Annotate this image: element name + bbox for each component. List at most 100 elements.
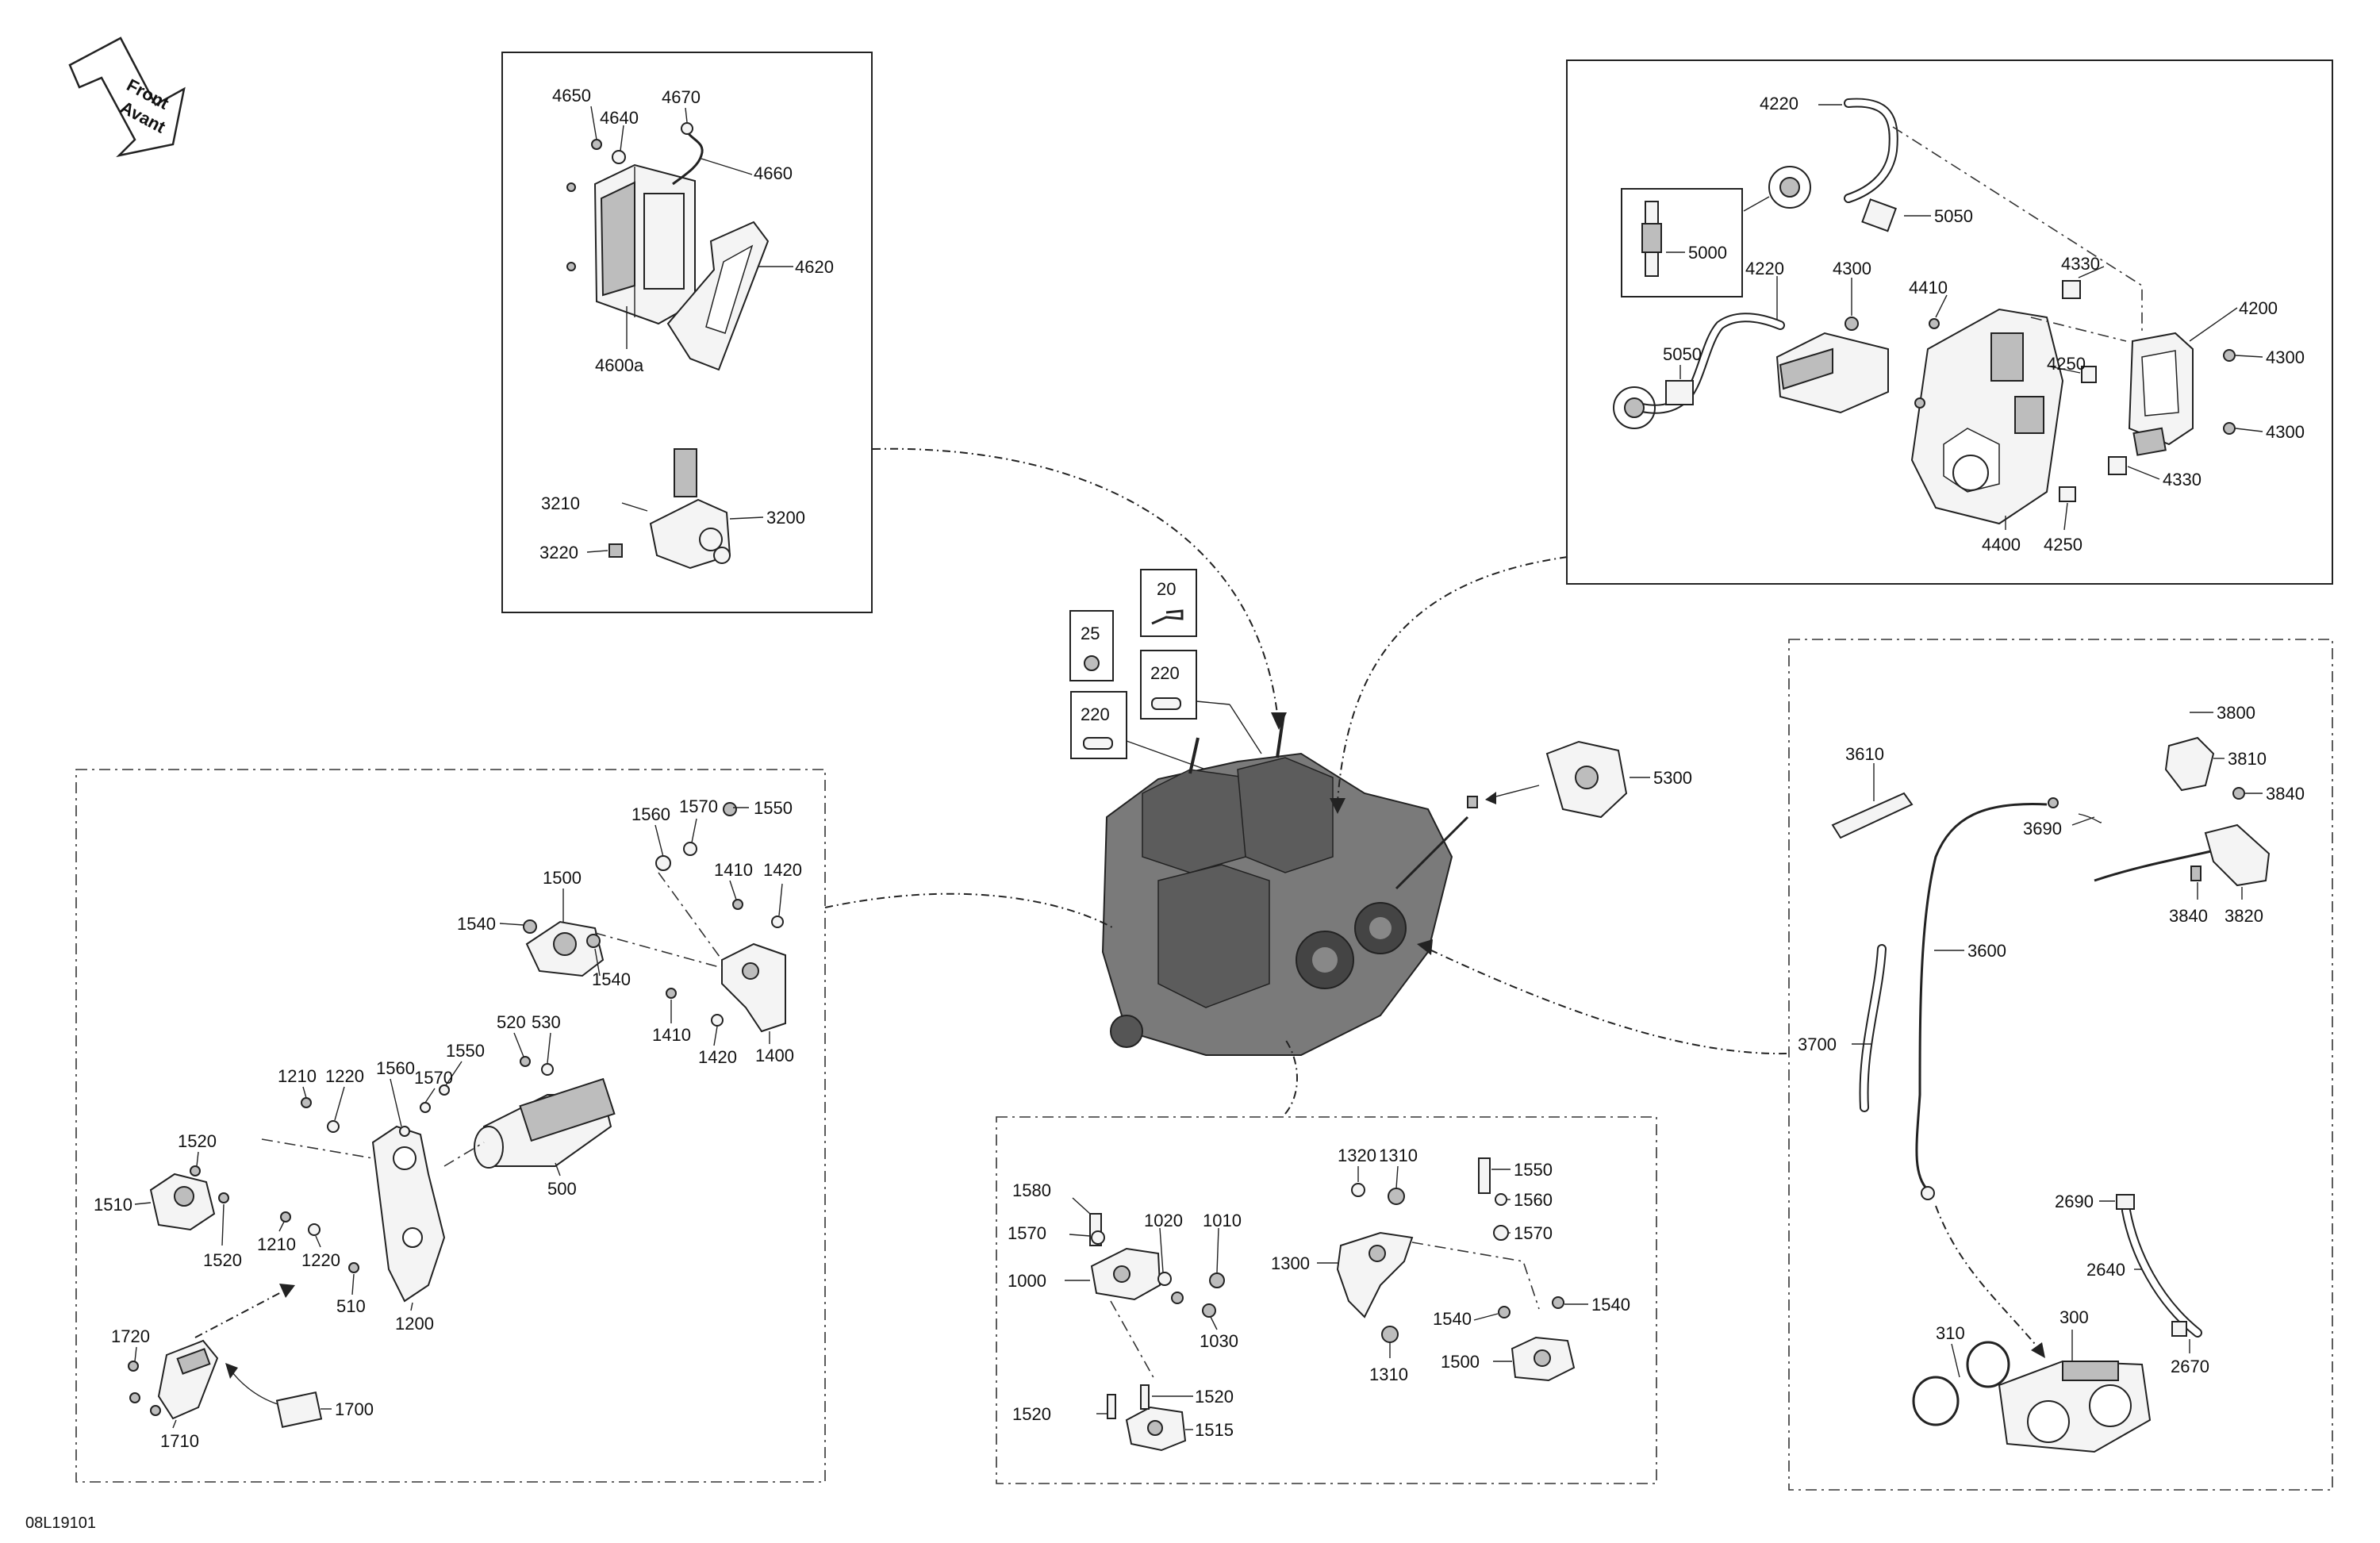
callout-1520-d: 1520 xyxy=(1195,1387,1234,1407)
callout-1560-b: 1560 xyxy=(376,1058,415,1078)
ecm-wire-icon xyxy=(672,131,704,186)
spring-icon xyxy=(1151,609,1184,625)
callout-3200: 3200 xyxy=(766,508,805,528)
callout-1220-a: 1220 xyxy=(325,1066,364,1086)
stud-icon xyxy=(1083,737,1113,750)
engine-mount-group: 1580 1570 1020 1010 1000 1030 1520 1520 … xyxy=(996,1116,1657,1484)
callout-4250-mid: 4250 xyxy=(2047,354,2086,374)
ecm-bracket-icon xyxy=(666,221,770,371)
callout-2690: 2690 xyxy=(2055,1192,2094,1211)
callout-4600a: 4600a xyxy=(595,355,644,375)
starter-bracket-icon xyxy=(371,1125,446,1303)
callout-1220-b: 1220 xyxy=(301,1250,340,1270)
callout-1210-b: 1210 xyxy=(257,1234,296,1254)
mount-1300-icon xyxy=(1336,1231,1414,1318)
throttle-cable-icon xyxy=(1915,803,2048,1192)
callout-1540-b: 1540 xyxy=(592,969,631,989)
clamp-icon xyxy=(1912,1376,1960,1426)
sensor-cover-icon xyxy=(1545,740,1628,819)
callout-5050-top: 5050 xyxy=(1934,206,1973,226)
throttle-lever-icon xyxy=(2204,823,2271,887)
callout-1410-a: 1410 xyxy=(714,860,753,880)
callout-5050-mid: 5050 xyxy=(1663,344,1702,364)
stud-icon xyxy=(1151,697,1181,710)
sensor-bracket-icon xyxy=(649,448,731,570)
callout-530: 530 xyxy=(532,1012,561,1032)
callout-4300-lower: 4300 xyxy=(2266,422,2305,442)
callout-3810: 3810 xyxy=(2228,749,2267,769)
figure-code: 08L19101 xyxy=(25,1514,96,1532)
callout-1710: 1710 xyxy=(160,1431,199,1451)
callout-3800: 3800 xyxy=(2217,703,2255,723)
callout-1550-b: 1550 xyxy=(446,1041,485,1061)
callout-1310-b: 1310 xyxy=(1369,1365,1408,1384)
washer-icon xyxy=(612,150,626,164)
callout-220-right: 220 xyxy=(1150,663,1180,683)
hose-clamp-icon xyxy=(2116,1194,2135,1210)
callout-1410-b: 1410 xyxy=(652,1025,691,1045)
ecm-group: 4650 4640 4670 4660 4620 4600a 3210 3200… xyxy=(501,52,873,613)
clamp-icon xyxy=(1966,1341,2010,1388)
callout-3820: 3820 xyxy=(2225,906,2263,926)
callout-1420-a: 1420 xyxy=(763,860,802,880)
callout-1520-c: 1520 xyxy=(1012,1404,1051,1424)
callout-500: 500 xyxy=(547,1179,577,1199)
ignition-cover-icon xyxy=(2128,332,2194,446)
throttle-group: 3610 3600 3690 3700 3800 3810 3840 3840 … xyxy=(1788,427,2333,1491)
callout-4650: 4650 xyxy=(552,86,591,106)
callout-1570-a: 1570 xyxy=(679,796,718,816)
tool-icon xyxy=(1831,792,1914,839)
callout-1515: 1515 xyxy=(1195,1420,1234,1440)
callout-3600: 3600 xyxy=(1967,941,2006,961)
callout-1540-a: 1540 xyxy=(457,914,496,934)
engine-mount-icon xyxy=(525,920,605,977)
callout-4410: 4410 xyxy=(1909,278,1948,297)
nut-icon xyxy=(1084,655,1100,671)
callout-1500-left: 1500 xyxy=(543,868,582,888)
callout-4660: 4660 xyxy=(754,163,793,183)
boot-icon xyxy=(275,1391,323,1429)
mount-1515-icon xyxy=(1125,1406,1187,1452)
callout-3840-b: 3840 xyxy=(2169,906,2208,926)
callout-1570-b: 1570 xyxy=(414,1068,453,1088)
callout-1310-a: 1310 xyxy=(1379,1146,1418,1165)
damper-mount-icon xyxy=(149,1173,216,1231)
callout-1570-d: 1570 xyxy=(1514,1223,1553,1243)
callout-1580: 1580 xyxy=(1012,1180,1051,1200)
callout-1320: 1320 xyxy=(1338,1146,1376,1165)
callout-3210: 3210 xyxy=(541,493,580,513)
callout-1520-b: 1520 xyxy=(203,1250,242,1270)
callout-4640: 4640 xyxy=(600,108,639,128)
callout-1030: 1030 xyxy=(1200,1331,1238,1351)
callout-25: 25 xyxy=(1081,624,1100,643)
nut-icon xyxy=(608,543,623,558)
callout-20: 20 xyxy=(1157,579,1176,599)
callout-4670: 4670 xyxy=(662,87,701,107)
callout-520: 520 xyxy=(497,1012,526,1032)
callout-300: 300 xyxy=(2059,1307,2089,1327)
clip-icon xyxy=(2062,280,2081,299)
mount-1000-icon xyxy=(1090,1247,1161,1301)
wire-clip-icon xyxy=(1861,198,1897,232)
starter-mount-group: 1500 1540 1540 1560 1570 1550 1410 1420 … xyxy=(75,769,826,1483)
callout-4620: 4620 xyxy=(795,257,834,277)
callout-4300-right: 4300 xyxy=(2266,347,2305,367)
callout-4300-top: 4300 xyxy=(1833,259,1871,278)
bolt-icon xyxy=(1478,1157,1491,1194)
switch-icon xyxy=(2132,427,2167,456)
callout-3690: 3690 xyxy=(2023,819,2062,839)
engine-block-icon xyxy=(1101,713,1453,1056)
throttle-body-icon xyxy=(1998,1360,2152,1453)
ignition-bracket-icon xyxy=(1910,308,2064,525)
screw-icon xyxy=(1844,317,1859,331)
callout-3610: 3610 xyxy=(1845,744,1884,764)
callout-1020: 1020 xyxy=(1144,1211,1183,1230)
callout-1500-bottom: 1500 xyxy=(1441,1352,1480,1372)
callout-2670: 2670 xyxy=(2171,1357,2209,1376)
callout-1550-a: 1550 xyxy=(754,798,793,818)
callout-1700: 1700 xyxy=(335,1399,374,1419)
mount-bracket-icon xyxy=(721,942,786,1033)
callout-4250-low: 4250 xyxy=(2044,535,2082,555)
callout-1540-c: 1540 xyxy=(1433,1309,1472,1329)
